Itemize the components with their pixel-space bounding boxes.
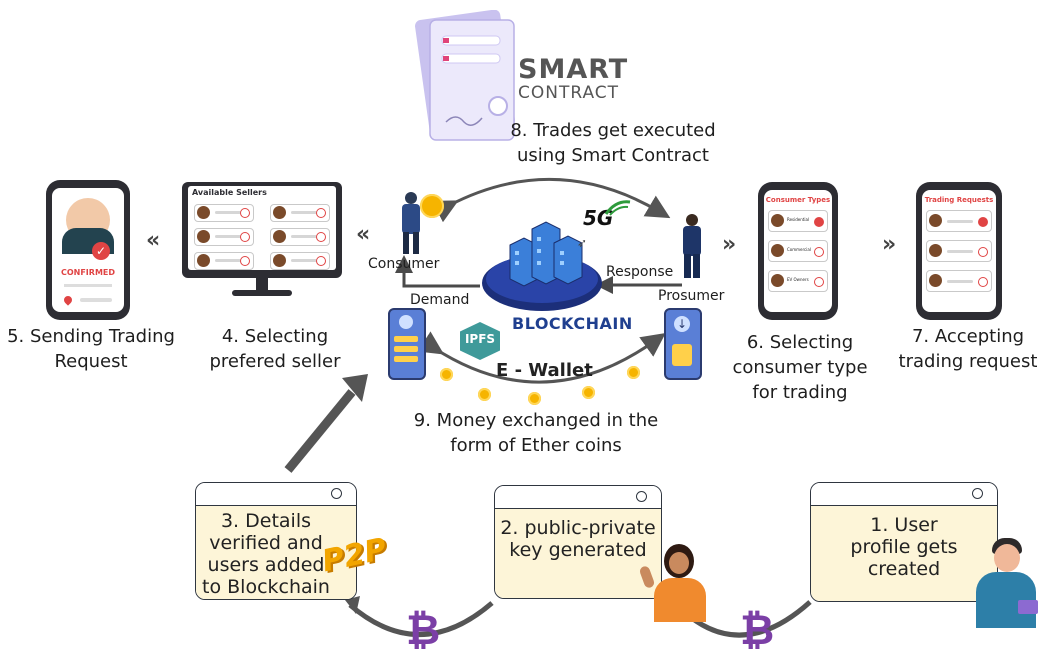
seller-row	[270, 228, 330, 246]
phone-consumer-types: Consumer Types Residential Commercial EV…	[758, 182, 838, 320]
ether-coin-icon	[440, 368, 453, 381]
blockchain-label: BLOCKCHAIN	[512, 314, 633, 333]
phone-confirmed: ✓ CONFIRMED	[46, 180, 130, 320]
wallet-left-icon	[388, 308, 426, 380]
trading-requests-title: Trading Requests	[924, 196, 994, 204]
prosumer-label: Prosumer	[658, 288, 725, 304]
consumer-label: Consumer	[368, 256, 440, 272]
chevron-icon: «	[356, 222, 370, 247]
wallet-right-icon: ↓	[664, 308, 702, 380]
ether-coin-icon	[627, 366, 640, 379]
sellers-title: Available Sellers	[192, 188, 267, 197]
seller-row	[270, 204, 330, 222]
smart-contract-title: SMART CONTRACT	[518, 54, 629, 103]
blockchain-icon	[480, 205, 605, 315]
woman-person-icon	[638, 542, 716, 622]
demand-label: Demand	[410, 292, 470, 308]
confirmed-status: CONFIRMED	[60, 268, 116, 277]
location-icon	[62, 294, 74, 306]
signal-icon	[604, 200, 632, 216]
ether-coin-icon	[582, 386, 595, 399]
prosumer-person-icon	[680, 214, 704, 280]
monitor-available-sellers: Available Sellers	[182, 182, 342, 306]
consumer-type-row: EV Owners	[768, 270, 828, 292]
ewallet-label: E - Wallet	[496, 360, 593, 381]
request-row	[926, 210, 992, 232]
response-label: Response	[606, 264, 674, 280]
man-person-icon	[972, 538, 1042, 628]
phone-trading-requests: Trading Requests	[916, 182, 1002, 320]
bitcoin-icon: ₿	[740, 605, 775, 654]
seller-row	[194, 252, 254, 270]
seller-row	[270, 252, 330, 270]
smart-contract-document-icon	[412, 9, 522, 150]
consumer-type-row: Residential	[768, 210, 828, 232]
request-row	[926, 270, 992, 292]
seller-row	[194, 204, 254, 222]
chevron-icon: »	[882, 232, 896, 257]
ether-coin-icon	[420, 194, 444, 218]
chevron-icon: »	[722, 232, 736, 257]
bitcoin-icon: ₿	[406, 605, 441, 654]
rocket-icon: ➶	[577, 236, 588, 250]
consumer-person-icon	[398, 192, 424, 256]
seller-row	[194, 228, 254, 246]
consumer-type-row: Commercial	[768, 240, 828, 262]
ipfs-label: IPFS	[464, 332, 496, 346]
request-row	[926, 240, 992, 262]
ipfs-icon: IPFS	[460, 322, 500, 360]
consumer-types-title: Consumer Types	[765, 196, 831, 204]
check-icon: ✓	[92, 242, 110, 260]
chevron-icon: «	[146, 228, 160, 253]
ether-coin-icon	[478, 388, 491, 401]
ether-coin-icon	[528, 392, 541, 405]
